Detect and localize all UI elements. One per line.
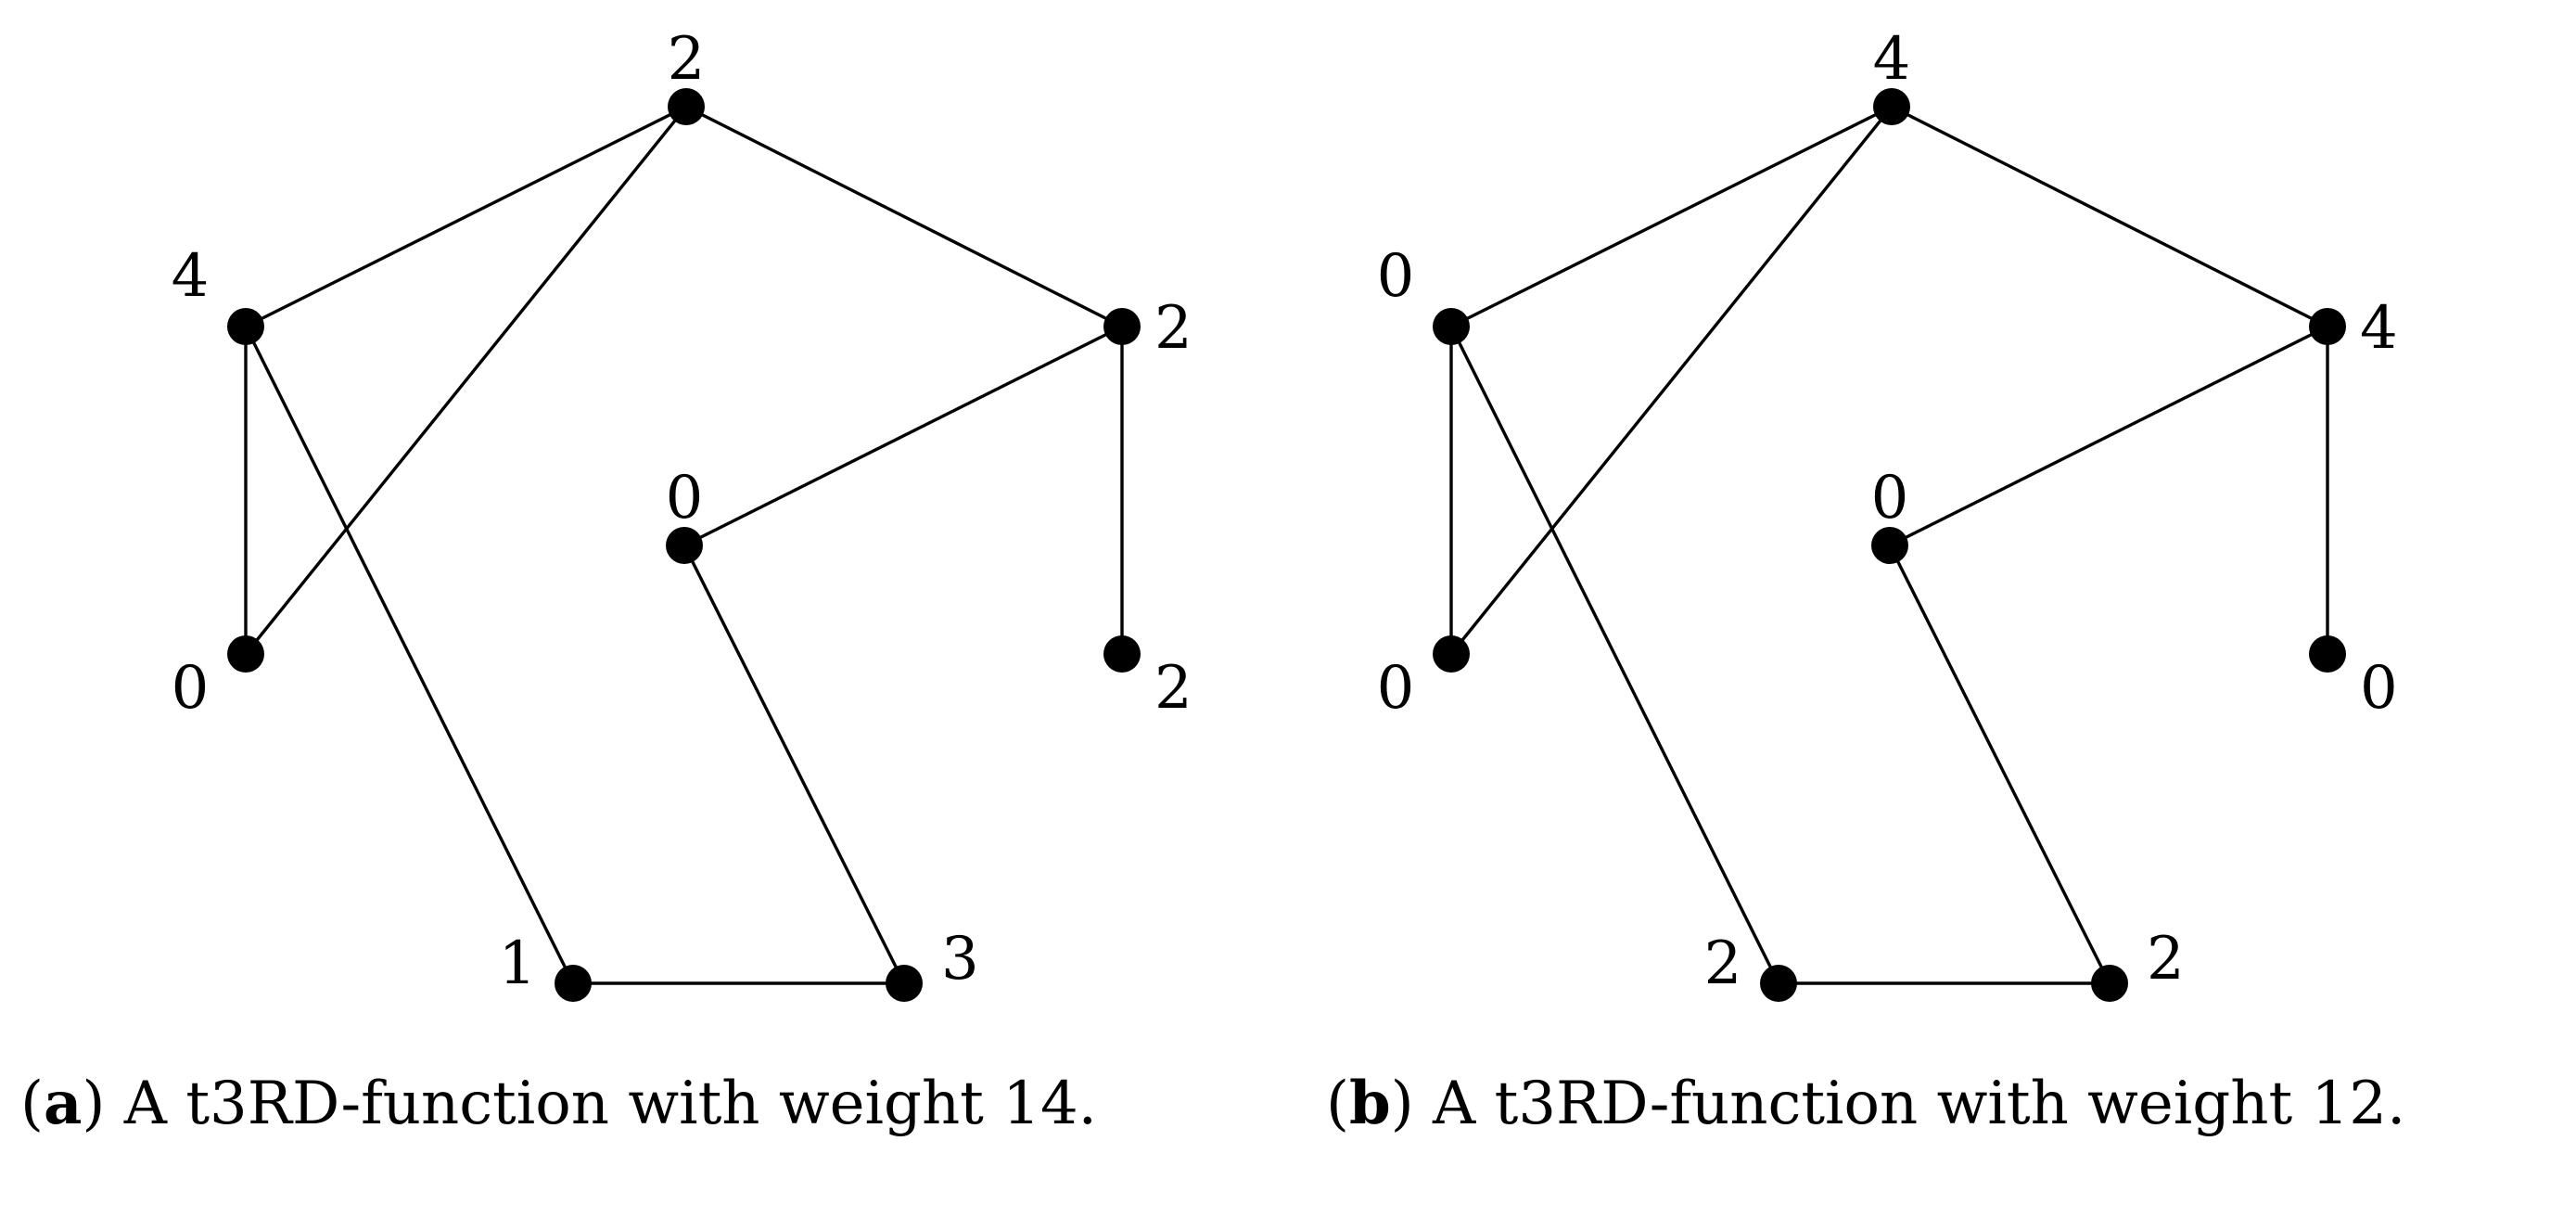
vertex-label-b-7: 2 <box>2147 925 2185 993</box>
vertex-b-6 <box>1760 965 1797 1002</box>
edge-b-0-3 <box>1449 105 1894 656</box>
edge-a-0-2 <box>684 105 1124 328</box>
vertex-a-4 <box>666 527 703 564</box>
vertex-b-0 <box>1873 88 1910 125</box>
vertex-label-a-4: 0 <box>666 464 704 532</box>
vertex-label-b-5: 0 <box>2360 654 2398 723</box>
edge-a-4-7 <box>682 544 906 985</box>
vertex-label-a-2: 2 <box>1154 294 1192 363</box>
edge-a-0-3 <box>244 105 688 656</box>
vertex-b-2 <box>2309 308 2346 345</box>
vertex-a-5 <box>1103 635 1141 673</box>
vertex-label-a-5: 2 <box>1154 654 1192 723</box>
vertex-label-a-1: 4 <box>172 242 210 311</box>
vertex-label-b-4: 0 <box>1871 464 1909 532</box>
edge-a-1-6 <box>244 325 575 985</box>
vertex-b-5 <box>2309 635 2346 673</box>
vertex-a-1 <box>227 308 264 345</box>
graph-b: 4 0 4 0 0 0 2 2 <box>1377 25 2398 1002</box>
caption-a-tag: a <box>43 1069 83 1138</box>
edge-a-2-4 <box>682 325 1124 547</box>
edge-a-0-1 <box>244 105 688 328</box>
edge-b-0-1 <box>1449 105 1894 328</box>
vertex-b-4 <box>1871 527 1908 564</box>
vertex-label-b-0: 4 <box>1873 25 1911 94</box>
caption-a-text: A t3RD-function with weight 14. <box>105 1070 1097 1138</box>
vertex-label-a-6: 1 <box>499 929 537 998</box>
edge-b-2-4 <box>1888 325 2329 547</box>
vertex-b-1 <box>1433 308 1470 345</box>
vertex-label-b-3: 0 <box>1377 654 1415 723</box>
vertex-a-3 <box>227 635 264 673</box>
edge-b-1-6 <box>1449 325 1780 985</box>
vertex-label-a-3: 0 <box>172 654 210 723</box>
caption-b: (b) A t3RD-function with weight 12. <box>1326 1069 2406 1138</box>
vertex-a-2 <box>1103 308 1141 345</box>
vertex-a-7 <box>886 965 923 1002</box>
edge-b-4-7 <box>1888 544 2111 985</box>
vertex-label-b-1: 0 <box>1377 242 1415 311</box>
vertex-label-a-0: 2 <box>668 25 706 94</box>
vertex-a-6 <box>555 965 592 1002</box>
vertex-label-b-6: 2 <box>1704 929 1742 998</box>
vertex-a-0 <box>668 88 705 125</box>
edge-b-0-2 <box>1890 105 2329 328</box>
vertex-b-7 <box>2091 965 2128 1002</box>
vertex-label-a-7: 3 <box>941 925 979 993</box>
vertex-label-b-2: 4 <box>2360 294 2398 363</box>
vertex-b-3 <box>1433 635 1470 673</box>
graph-a: 2 4 2 0 0 2 1 3 <box>172 25 1192 1002</box>
caption-b-tag: b <box>1348 1069 1391 1138</box>
caption-b-text: A t3RD-function with weight 12. <box>1413 1070 2406 1138</box>
caption-a: (a) A t3RD-function with weight 14. <box>20 1069 1097 1138</box>
